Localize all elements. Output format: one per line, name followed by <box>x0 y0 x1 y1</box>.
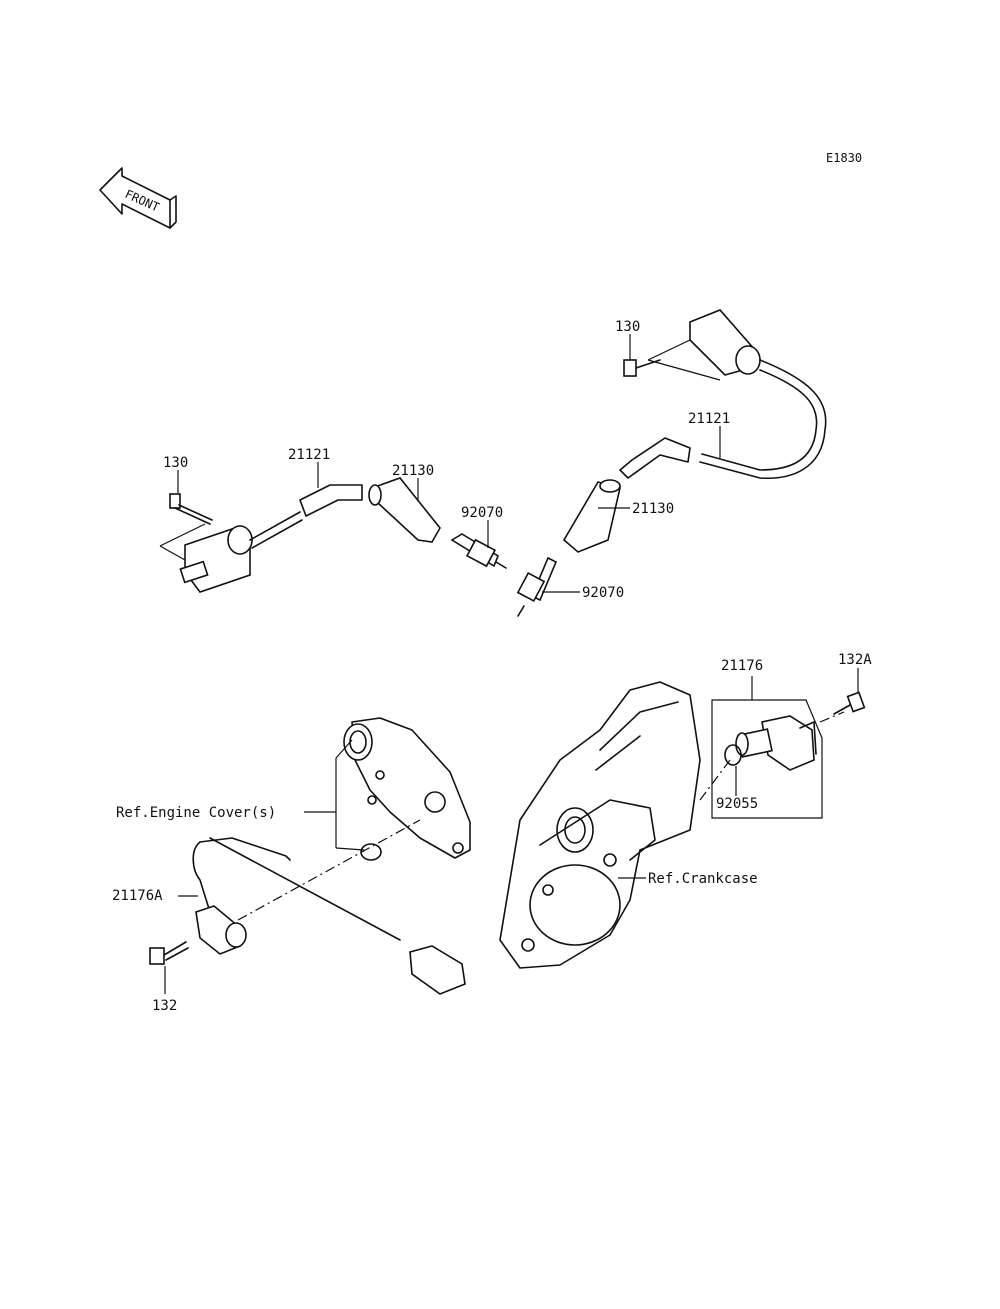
label-21130-left: 21130 <box>392 463 434 479</box>
plug-cap-21130-left <box>368 477 441 543</box>
front-arrow-icon: FRONT <box>99 167 177 229</box>
diagram-code: E1830 <box>826 151 862 165</box>
label-engine-cover: Ref.Engine Cover(s) <box>116 805 276 821</box>
bolt-132 <box>149 941 189 965</box>
label-132a: 132A <box>838 652 872 668</box>
label-92055: 92055 <box>716 796 758 812</box>
label-crankcase: Ref.Crankcase <box>648 871 758 887</box>
sensor-21176 <box>735 715 817 771</box>
spark-plug-92070-right <box>516 556 558 617</box>
engine-cover <box>343 717 471 859</box>
crankcase <box>499 681 701 969</box>
label-21176a: 21176A <box>112 888 163 904</box>
ignition-coil-right <box>647 309 827 480</box>
hose-21121-left <box>299 484 363 517</box>
spark-plug-92070-left <box>450 533 507 569</box>
bolt-132a <box>833 691 866 715</box>
label-130-left: 130 <box>163 455 188 471</box>
label-21121-left: 21121 <box>288 447 330 463</box>
plug-cap-21130-right <box>562 479 621 553</box>
label-92070-right: 92070 <box>582 585 624 601</box>
label-130-right: 130 <box>615 319 640 335</box>
bolt-130-right <box>623 359 661 377</box>
label-21176: 21176 <box>721 658 763 674</box>
ignition-coil-left <box>159 511 303 593</box>
label-92070-left: 92070 <box>461 505 503 521</box>
label-132: 132 <box>152 998 177 1014</box>
label-21130-right: 21130 <box>632 501 674 517</box>
sensor-21176a <box>192 837 466 995</box>
o-ring-left <box>360 843 382 861</box>
bolt-130-left <box>169 493 213 525</box>
label-21121-right: 21121 <box>688 411 730 427</box>
front-label: FRONT <box>123 187 162 214</box>
hose-21121-right <box>619 437 691 479</box>
o-ring-92055 <box>724 744 742 766</box>
